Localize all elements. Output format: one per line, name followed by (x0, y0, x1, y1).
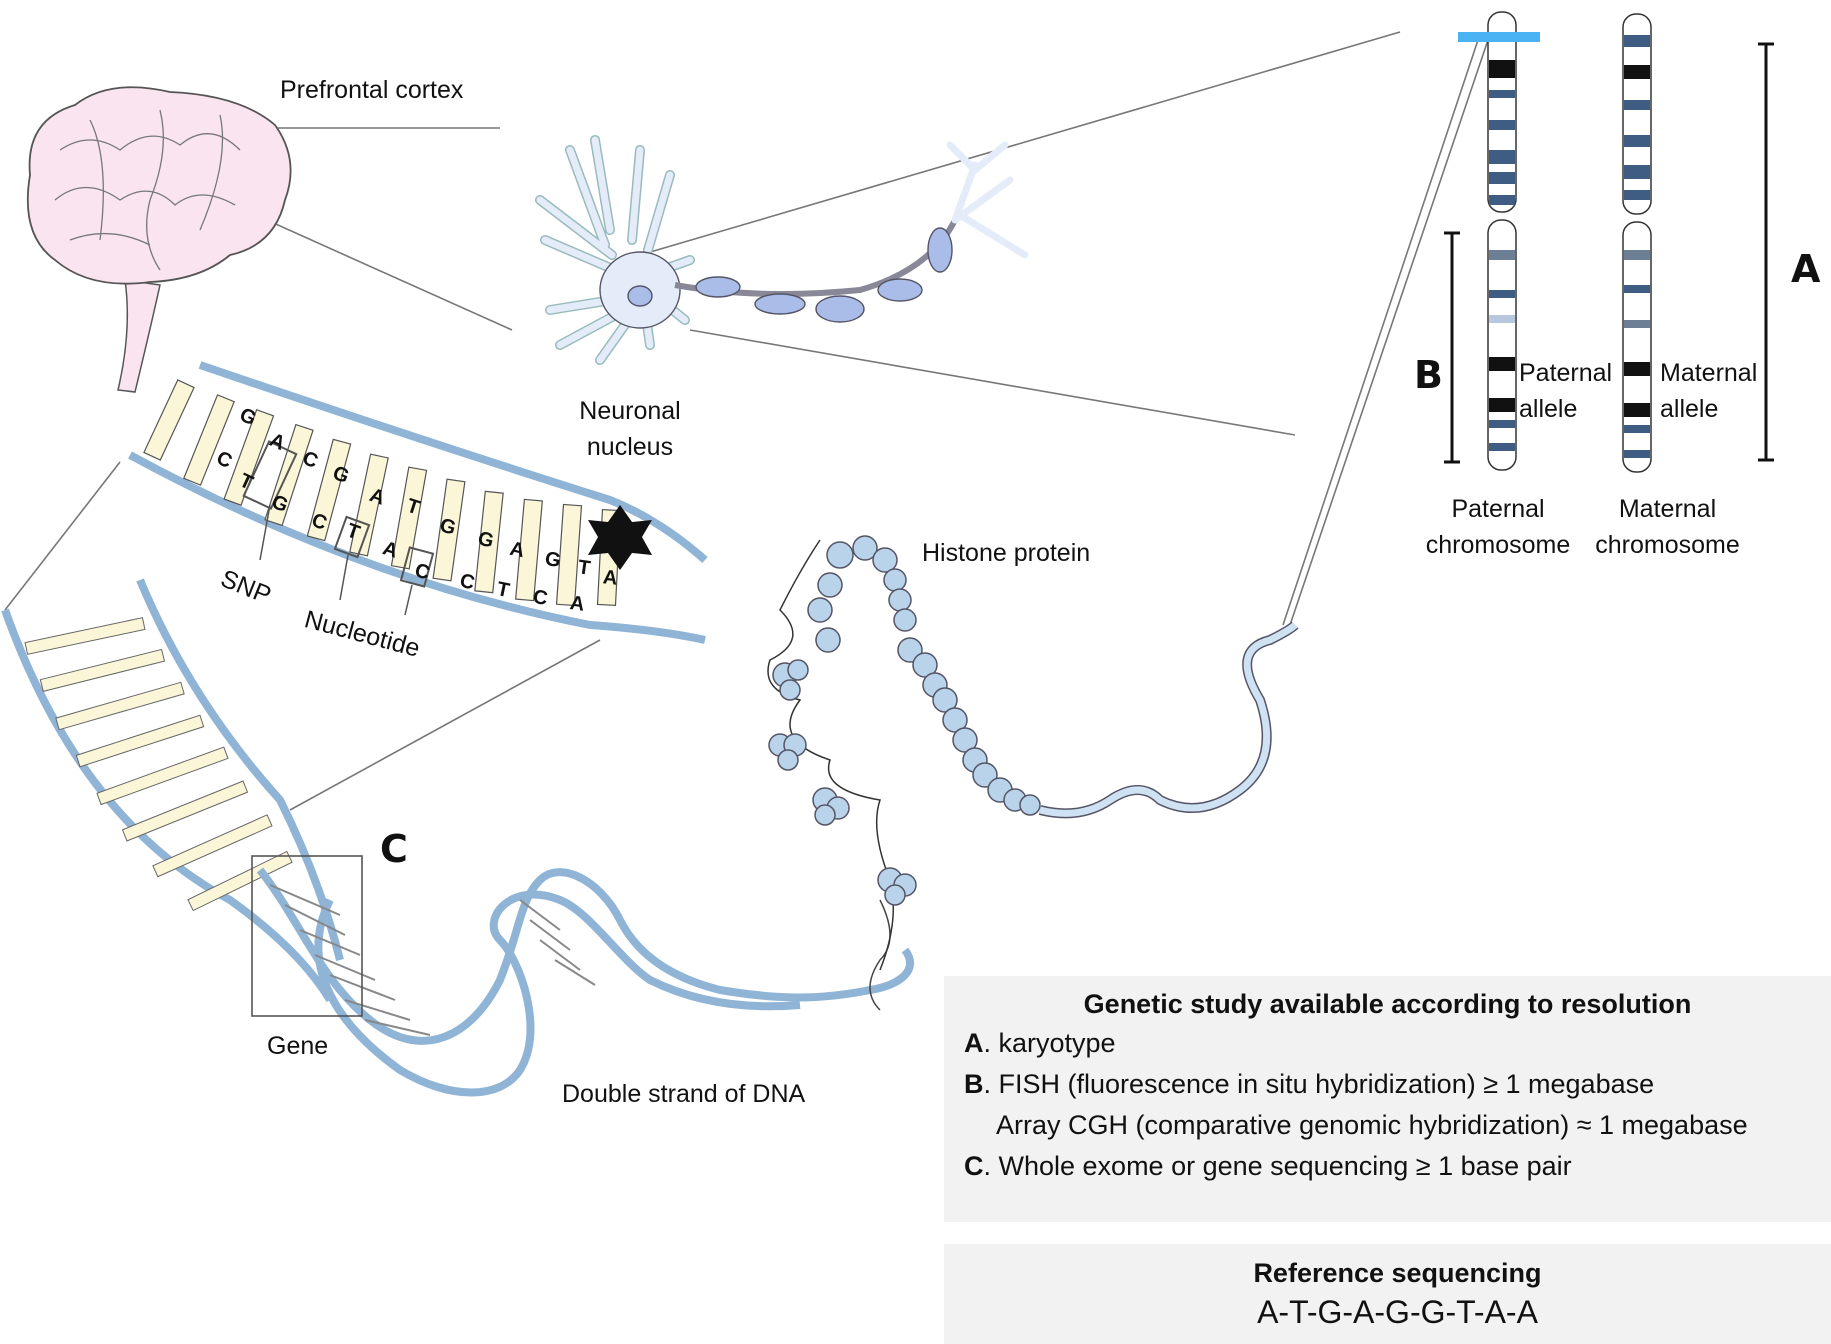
resolution-row-b: B. FISH (fluorescence in situ hybridizat… (964, 1064, 1831, 1105)
reference-box-title: Reference sequencing (1253, 1258, 1542, 1288)
row-marker: A (964, 1028, 984, 1058)
marker-a: A (1791, 247, 1821, 291)
reference-sequence-box: Reference sequencing A-T-G-A-G-G-T-A-A (944, 1244, 1831, 1344)
row-marker: C (964, 1151, 984, 1181)
label-maternal-chromosome: Maternal chromosome (1585, 491, 1750, 563)
chromatin-fiber (767, 535, 1299, 971)
label-maternal-allele: Maternal allele (1660, 355, 1757, 427)
resolution-info-box: Genetic study available according to res… (944, 976, 1831, 1222)
label-neuronal-nucleus-line1: Neuronal (579, 397, 681, 425)
label-neuronal-nucleus-line2: nucleus (586, 433, 674, 461)
row-text: . FISH (fluorescence in situ hybridizati… (983, 1069, 1655, 1099)
marker-b: B (1414, 353, 1443, 397)
label-gene: Gene (267, 1032, 329, 1060)
reference-star-marker (588, 505, 652, 570)
resolution-box-title: Genetic study available according to res… (1083, 989, 1692, 1019)
row-marker: B (964, 1069, 984, 1099)
connector-lines (4, 31, 1489, 811)
neuron-illustration (535, 135, 1029, 365)
label-maternal-allele-line2: allele (1660, 395, 1719, 423)
reference-sequence: A-T-G-A-G-G-T-A-A (1257, 1294, 1538, 1330)
label-neuronal-nucleus: Neuronal nucleus (560, 393, 700, 465)
maternal-chromosome (1622, 13, 1652, 473)
label-paternal-chromosome-line1: Paternal (1451, 495, 1545, 523)
label-paternal-allele-line1: Paternal (1519, 359, 1613, 387)
row-text: . karyotype (983, 1028, 1116, 1058)
label-prefrontal-cortex: Prefrontal cortex (280, 76, 464, 104)
resolution-row-a: A. karyotype (964, 1023, 1831, 1064)
scale-bar-a (1758, 42, 1774, 462)
dna-double-helix (251, 855, 915, 1097)
base-label: A (601, 566, 619, 590)
scale-bar-b (1444, 231, 1460, 464)
label-paternal-allele-line2: allele (1519, 395, 1578, 423)
brain-illustration (26, 86, 292, 393)
label-double-strand: Double strand of DNA (562, 1080, 806, 1108)
label-histone-protein: Histone protein (922, 539, 1091, 567)
label-paternal-chromosome-line2: chromosome (1425, 531, 1571, 559)
label-paternal-chromosome: Paternal chromosome (1418, 491, 1578, 563)
resolution-row-b2: Array CGH (comparative genomic hybridiza… (964, 1105, 1831, 1146)
dna-ladder-lower (1, 578, 344, 1003)
dna-ladder-upper (128, 361, 708, 644)
row-text: Array CGH (comparative genomic hybridiza… (996, 1110, 1748, 1140)
marker-c: C (380, 827, 408, 871)
label-maternal-allele-line1: Maternal (1660, 359, 1758, 387)
resolution-row-c: C. Whole exome or gene sequencing ≥ 1 ba… (964, 1146, 1831, 1187)
label-maternal-chromosome-line1: Maternal (1618, 495, 1717, 523)
paternal-chromosome (1458, 11, 1540, 471)
label-maternal-chromosome-line2: chromosome (1595, 531, 1740, 559)
row-text: . Whole exome or gene sequencing ≥ 1 bas… (983, 1151, 1572, 1181)
base-label: A (568, 592, 586, 616)
label-paternal-allele: Paternal allele (1519, 355, 1612, 427)
